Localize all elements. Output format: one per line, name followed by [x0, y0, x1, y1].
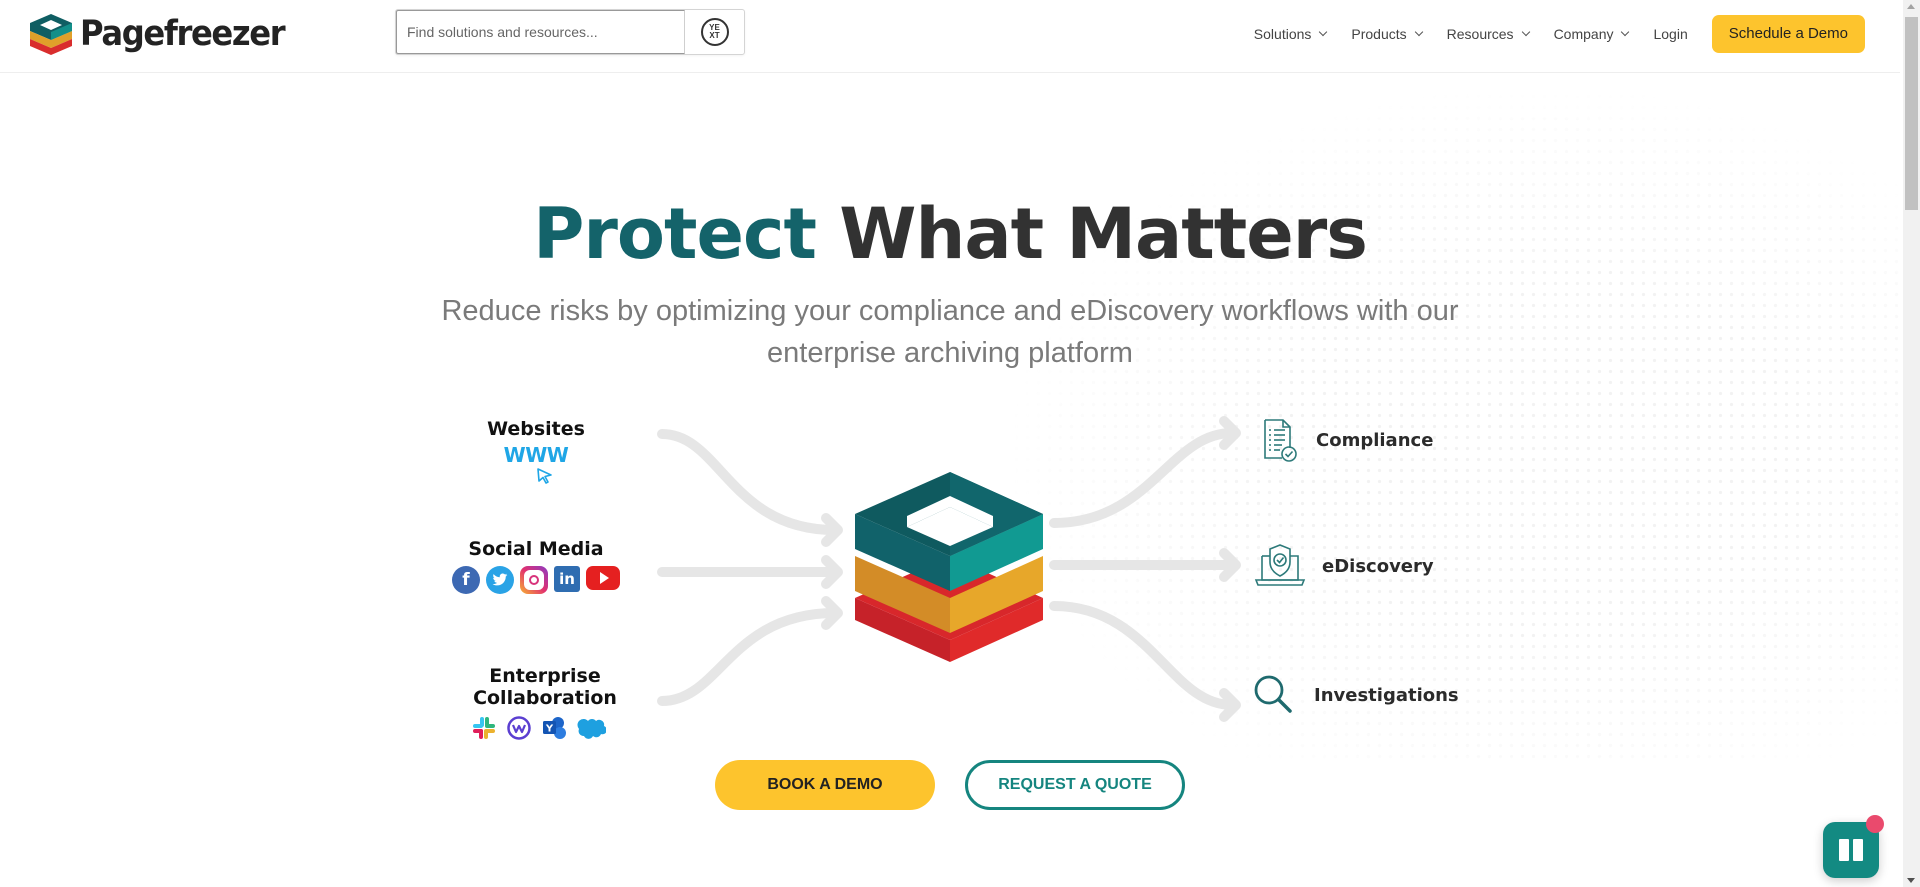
scroll-down-arrow-icon[interactable] [1907, 878, 1915, 883]
target-investigations: Investigations [1252, 673, 1459, 717]
page-scrollbar[interactable] [1903, 0, 1920, 887]
arrow-compliance [1049, 428, 1237, 528]
request-quote-button[interactable]: REQUEST A QUOTE [965, 760, 1185, 810]
yext-text-top: YE [709, 23, 720, 32]
chat-bubble-icon [1853, 839, 1863, 861]
source-label: Enterprise Collaboration [473, 665, 617, 709]
scrollbar-thumb[interactable] [1905, 17, 1918, 210]
login-link[interactable]: Login [1653, 26, 1688, 42]
youtube-icon [586, 566, 620, 590]
target-label: eDiscovery [1322, 555, 1434, 577]
linkedin-icon: in [554, 566, 580, 592]
search-box: YE XT [395, 9, 745, 55]
magnifier-icon [1254, 675, 1292, 713]
source-websites: Websites WWW [470, 418, 602, 490]
workplace-icon [506, 716, 531, 740]
hero-subtitle: Reduce risks by optimizing your complian… [441, 295, 1459, 369]
document-check-icon [1264, 419, 1297, 462]
target-label: Investigations [1314, 684, 1459, 706]
pagefreezer-stack-icon [855, 472, 1043, 662]
arrow-investigations [1049, 601, 1237, 710]
facebook-icon: f [452, 566, 480, 594]
yext-logo-icon: YE XT [700, 18, 729, 46]
slack-icon [472, 717, 495, 739]
nav-label: Solutions [1253, 26, 1312, 42]
site-header: Pagefreezer YE XT Solutions Products Res… [0, 0, 1900, 73]
chevron-down-icon [1621, 27, 1630, 37]
logo-text: Pagefreezer [80, 14, 286, 54]
nav-products[interactable]: Products [1351, 26, 1423, 42]
schedule-demo-button[interactable]: Schedule a Demo [1711, 15, 1865, 53]
nav-resources[interactable]: Resources [1446, 26, 1530, 42]
chat-bubble-icon [1839, 839, 1849, 861]
arrow-collab [657, 608, 840, 706]
hero-title-rest: What Matters [839, 193, 1368, 275]
target-label: Compliance [1316, 429, 1434, 451]
pagefreezer-logo-icon [30, 14, 72, 55]
svg-text:Y: Y [544, 724, 553, 735]
cursor-icon [537, 468, 552, 484]
search-button[interactable]: YE XT [685, 10, 744, 54]
hero-title: Protect What Matters [0, 193, 1900, 275]
nav-label: Resources [1446, 26, 1514, 42]
source-label: Websites [487, 418, 585, 440]
nav-solutions[interactable]: Solutions [1253, 26, 1328, 42]
arrow-websites [657, 429, 840, 535]
notification-badge [1866, 815, 1884, 833]
nav-company[interactable]: Company [1553, 26, 1630, 42]
source-label: Social Media [468, 538, 604, 560]
search-input[interactable] [396, 10, 685, 54]
twitter-icon [486, 566, 514, 594]
instagram-icon [520, 566, 548, 594]
laptop-shield-icon [1254, 544, 1306, 586]
nav-label: Products [1351, 26, 1407, 42]
main-nav: Solutions Products Resources Company Log… [1254, 15, 1865, 53]
yext-text-bottom: XT [709, 31, 720, 40]
target-ediscovery: eDiscovery [1254, 542, 1434, 590]
chevron-down-icon [1521, 27, 1530, 37]
yammer-icon: Y [542, 717, 566, 739]
source-enterprise-collaboration: Enterprise Collaboration Y [426, 665, 664, 741]
salesforce-icon [577, 719, 606, 739]
scroll-up-arrow-icon[interactable] [1907, 4, 1915, 9]
target-compliance: Compliance [1260, 416, 1433, 464]
logo[interactable]: Pagefreezer [28, 12, 302, 56]
chevron-down-icon [1414, 27, 1423, 37]
hero-title-accent: Protect [533, 193, 817, 275]
chevron-down-icon [1319, 27, 1328, 37]
nav-label: Company [1553, 26, 1614, 42]
source-social-media: Social Media f in [440, 538, 632, 594]
book-demo-button[interactable]: BOOK A DEMO [715, 760, 935, 810]
www-icon: WWW [503, 443, 569, 467]
